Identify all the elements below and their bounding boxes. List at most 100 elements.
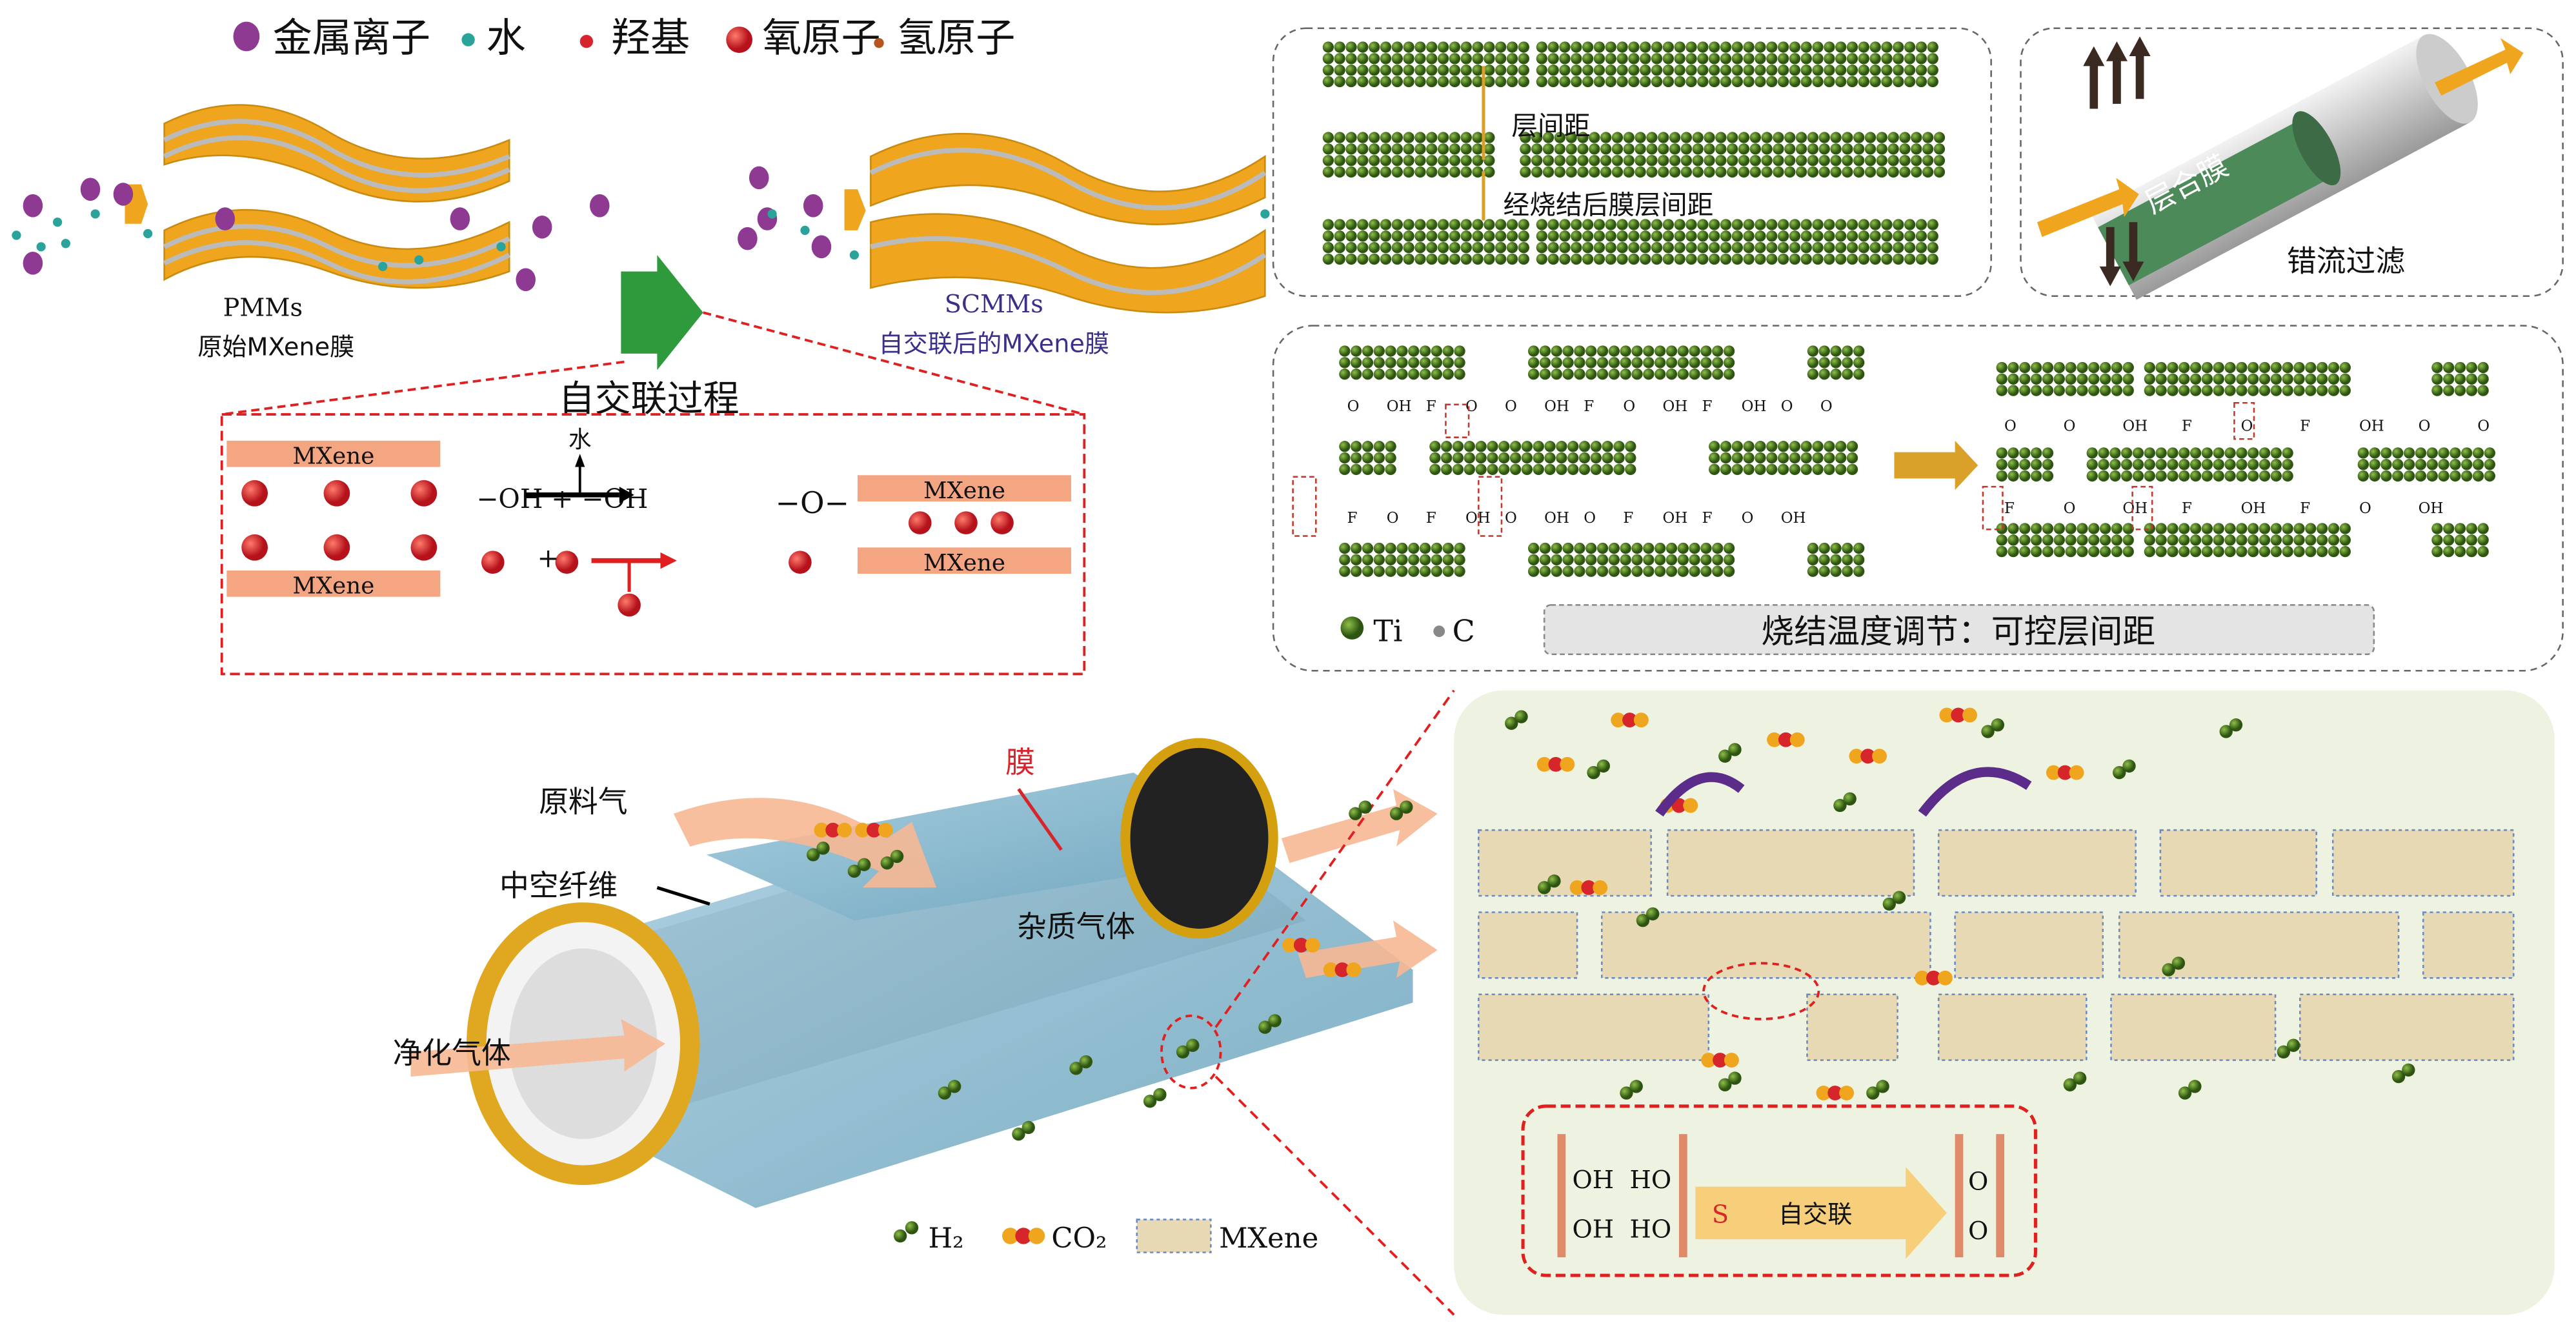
- ti-atom: [2099, 373, 2111, 385]
- ti-atom: [1385, 452, 1396, 464]
- ti-atom: [2007, 361, 2019, 374]
- outflow-arrow-icon: [2435, 38, 2524, 96]
- ti-atom: [2461, 470, 2473, 482]
- ti-atom: [2431, 523, 2443, 534]
- ti-atom: [2031, 459, 2042, 470]
- ti-atom: [1547, 241, 1559, 254]
- purified-gas-label: 净化气体: [392, 1036, 510, 1071]
- ti-atom: [1654, 554, 1666, 566]
- ti-atom: [1715, 166, 1727, 178]
- co2-molecule: [1701, 1053, 1716, 1068]
- metal-ion: [23, 194, 43, 217]
- ti-atom: [1596, 565, 1609, 577]
- ti-atom: [1697, 53, 1709, 65]
- surface-group: O: [1465, 398, 1478, 415]
- ti-atom: [2472, 447, 2484, 459]
- ti-atom: [1509, 463, 1522, 476]
- ti-atom: [2236, 459, 2248, 470]
- ti-atom: [1761, 132, 1773, 143]
- scmms-cn-label: 自交联后的MXene膜: [878, 330, 1109, 358]
- ti-atom: [1662, 76, 1675, 88]
- co2-molecule: [1827, 1086, 1843, 1100]
- ti-atom: [2224, 470, 2236, 482]
- ti-atom: [1927, 76, 1938, 88]
- ti-atom: [1602, 452, 1613, 464]
- ti-atom: [1842, 345, 1853, 357]
- ti-atom: [1869, 241, 1881, 254]
- ti-atom: [1498, 441, 1510, 452]
- ti-atom: [1531, 166, 1543, 178]
- ti-atom: [1373, 452, 1385, 464]
- ti-atom: [1824, 452, 1835, 464]
- ti-atom: [1571, 41, 1582, 53]
- ti-atom: [1616, 53, 1628, 65]
- ti-atom: [2328, 545, 2340, 558]
- ti-atom: [1616, 65, 1628, 76]
- ti-atom: [1846, 53, 1858, 65]
- ti-atom: [1419, 542, 1431, 554]
- gas-molecules: [807, 800, 1413, 1141]
- ti-atom: [2167, 523, 2179, 534]
- ti-atom: [2426, 447, 2438, 459]
- ti-atom: [2248, 523, 2259, 534]
- ti-atom: [1715, 155, 1727, 167]
- ti-atom: [1784, 166, 1796, 178]
- zoom-circle: [1160, 1014, 1222, 1089]
- ti-atom: [1442, 542, 1454, 554]
- ti-atom: [1646, 132, 1658, 143]
- metal-ion: [532, 216, 552, 239]
- ti-atom: [1608, 565, 1620, 577]
- ti-atom: [1484, 241, 1495, 254]
- ti-atom: [1334, 253, 1345, 265]
- ti-atom: [1589, 155, 1600, 167]
- ti-atom: [1527, 554, 1540, 566]
- ti-atom: [2007, 447, 2019, 459]
- ti-atom: [1452, 441, 1464, 452]
- ti-atom: [1380, 41, 1392, 53]
- ti-atom: [2167, 361, 2179, 374]
- ti-atom: [1345, 155, 1357, 167]
- ti-atom: [1596, 542, 1609, 554]
- ti-atom: [1731, 53, 1743, 65]
- ti-atom: [1904, 241, 1916, 254]
- ti-atom: [2007, 523, 2019, 534]
- h2-molecule: [1876, 1080, 1889, 1093]
- ti-atom: [2461, 459, 2473, 470]
- surface-group: O: [1505, 510, 1517, 527]
- ti-atom: [1628, 253, 1640, 265]
- ti-atom: [1623, 155, 1635, 167]
- ti-atom: [1518, 76, 1529, 88]
- ti-atom: [1709, 41, 1720, 53]
- ti-atom: [1789, 463, 1801, 476]
- ti-atom: [1915, 53, 1927, 65]
- ti-atom: [1449, 65, 1461, 76]
- legend-h2: H₂: [928, 1222, 963, 1255]
- ti-atom: [1600, 143, 1612, 155]
- ti-atom: [1396, 565, 1408, 577]
- ti-atom: [1562, 565, 1574, 577]
- ti-atom: [1472, 76, 1484, 88]
- surface-group: F: [2182, 418, 2192, 435]
- ti-atom: [1697, 219, 1709, 230]
- ti-atom: [1755, 41, 1766, 53]
- h2-molecule: [1620, 1086, 1633, 1100]
- ti-atom: [1777, 219, 1789, 230]
- ti-atom: [1472, 241, 1484, 254]
- pmms-label: PMMs: [223, 294, 303, 322]
- ti-atom: [1571, 76, 1582, 88]
- ti-atom: [1643, 369, 1655, 380]
- surface-group: O: [2004, 418, 2017, 435]
- h2-molecule: [1505, 716, 1518, 730]
- ti-atom: [1414, 166, 1426, 178]
- ti-atom: [1429, 441, 1441, 452]
- ti-atom: [2111, 361, 2123, 374]
- h2-molecule: [847, 864, 861, 878]
- ti-atom: [2088, 361, 2100, 374]
- ti-atom: [2065, 545, 2077, 558]
- ti-atom: [1506, 41, 1518, 53]
- ti-atom: [2167, 545, 2179, 558]
- surface-group: O: [2064, 500, 2076, 517]
- purified-flow-arrow-icon: [410, 1018, 666, 1077]
- h2-molecule: [1400, 800, 1413, 814]
